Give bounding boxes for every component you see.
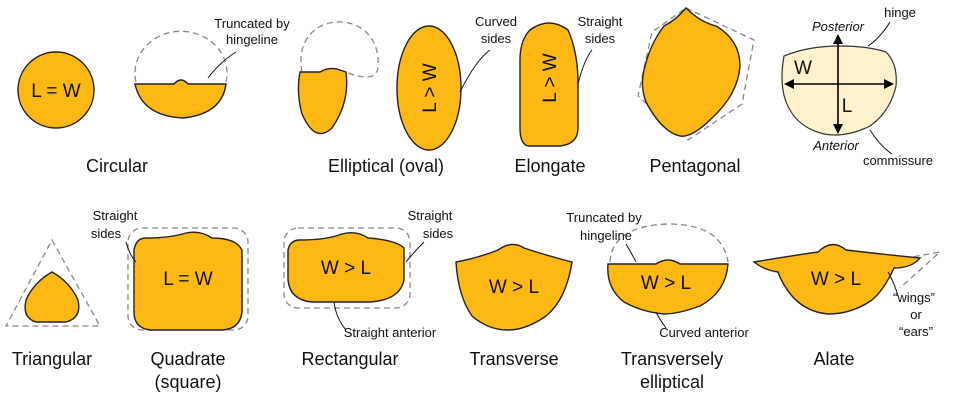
transversely-elliptical-group: W > L Truncated by hingeline Curved ante… [566,210,749,392]
key-length-label: L [842,96,853,117]
rectangular-note-line2: sides [423,226,454,241]
circular-shape [17,51,95,129]
transversely-elliptical-ghost-outline [609,223,729,263]
rectangular-anterior-leader-line [333,301,347,331]
transversely-elliptical-note-line1: Truncated by [566,210,642,225]
rectangular-leader-line [405,241,425,263]
quadrate-caption-line2: (square) [154,372,221,392]
key-hinge-leader-line [867,21,891,47]
triangular-shape [24,271,80,323]
elongate-inner-label: L > W [540,53,561,103]
transverse-inner-label: W > L [489,277,539,298]
elongate-caption: Elongate [514,156,585,176]
elliptical-truncated-group [297,21,379,135]
elongate-leader-line [577,49,593,85]
elongate-group: L > W Straight sides Elongate [514,14,622,176]
elliptical-inner-label: L > W [420,63,441,113]
transverse-shape [455,243,573,331]
key-diagram-group: W L Posterior Anterior hinge commissure [781,5,933,168]
circular-truncated-ghost-outline [134,30,228,83]
alate-shape [752,243,922,315]
elliptical-truncated-ghost-outline [300,21,379,78]
quadrate-shape [133,231,243,331]
transversely-elliptical-shape [607,259,729,315]
pentagonal-shape [641,6,741,137]
circular-inner-label: L = W [31,81,81,102]
rectangular-anterior-note: Straight anterior [344,325,437,340]
alate-note-line3: “ears” [899,324,933,339]
quadrate-note-line2: sides [91,226,122,241]
quadrate-leader-line [125,241,137,263]
key-width-label: W [794,58,812,79]
rectangular-ghost-outline [283,227,411,309]
alate-group: W > L “wings” or “ears” Alate [752,243,943,369]
transversely-elliptical-anterior-note: Curved anterior [659,325,749,340]
alate-ghost-outline [883,250,943,289]
length-arrow-down-icon [833,124,843,134]
transversely-elliptical-note-line2: hingeline [580,228,632,243]
width-arrow-right-icon [884,79,894,89]
alate-note-line2: or [910,307,922,322]
quadrate-inner-label: L = W [163,269,213,290]
pentagonal-ghost-outline [637,7,755,141]
rectangular-group: W > L Straight sides Straight anterior R… [283,208,454,369]
alate-note-line1: “wings” [893,290,935,305]
circular-truncated-shape [134,79,227,119]
elliptical-group: L > W Curved sides Elliptical (oval) [328,14,517,176]
elliptical-leader-line [459,49,491,93]
rectangular-shape [287,231,405,303]
transverse-group: W > L Transverse [455,243,573,369]
key-commissure-leader-line [869,129,893,155]
alate-leader-line [887,271,899,297]
pentagonal-group: Pentagonal [637,6,755,176]
circular-truncated-note-line1: Truncated by [214,16,290,31]
circular-truncated-note-line2: hingeline [226,32,278,47]
elongate-shape [519,22,579,147]
circular-truncated-leader-line [207,51,237,79]
elongate-note-line1: Straight [578,14,623,29]
transversely-elliptical-caption-line2: elliptical [640,372,704,392]
transverse-caption: Transverse [469,349,558,369]
triangular-ghost-outline [4,238,102,327]
key-anterior-label: Anterior [812,138,859,153]
elliptical-caption: Elliptical (oval) [328,156,444,176]
circular-group: L = W Circular [17,51,148,176]
elliptical-note-line1: Curved [475,14,517,29]
rectangular-caption: Rectangular [301,349,398,369]
triangular-group: Triangular [4,238,102,369]
transversely-elliptical-leader-line [625,243,637,263]
quadrate-caption-line1: Quadrate [150,349,225,369]
key-hinge-label: hinge [884,5,916,20]
elliptical-note-line2: sides [481,31,512,46]
quadrate-note-line1: Straight [93,208,138,223]
transversely-elliptical-caption-line1: Transversely [621,349,723,369]
quadrate-group: L = W Straight sides Quadrate (square) [91,208,249,392]
rectangular-note-line1: Straight [408,208,453,223]
elliptical-truncated-shape [297,67,348,135]
rectangular-inner-label: W > L [321,258,371,279]
circular-truncated-group: Truncated by hingeline [134,16,290,119]
key-commissure-label: commissure [863,153,933,168]
alate-inner-label: W > L [811,269,861,290]
key-shape [781,45,897,136]
alate-caption: Alate [813,349,854,369]
elliptical-shape [396,25,462,151]
key-posterior-label: Posterior [812,19,865,34]
length-arrow-up-icon [833,34,843,44]
circular-caption: Circular [86,156,148,176]
elongate-note-line2: sides [585,31,616,46]
transversely-elliptical-inner-label: W > L [641,273,691,294]
transversely-elliptical-anterior-leader-line [655,311,667,329]
pentagonal-caption: Pentagonal [649,156,740,176]
triangular-caption: Triangular [12,349,92,369]
width-arrow-left-icon [784,79,794,89]
